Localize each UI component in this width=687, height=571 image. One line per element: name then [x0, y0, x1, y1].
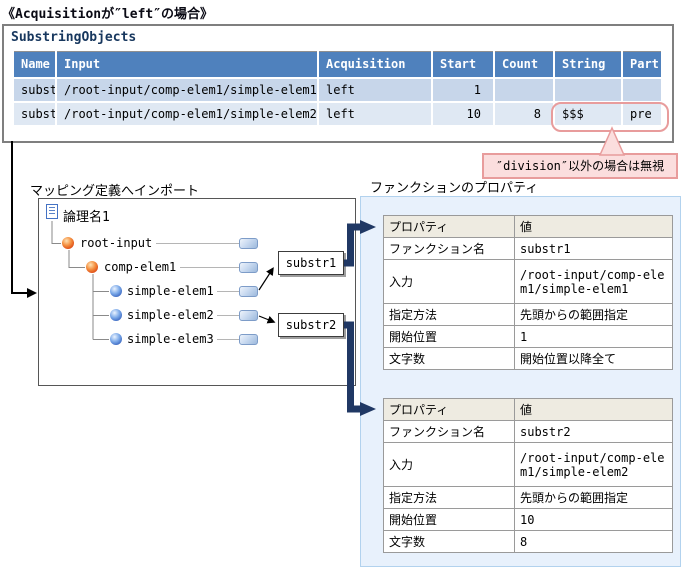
- table-row: substr1 /root-input/comp-elem1/simple-el…: [14, 77, 663, 103]
- property-value: 1: [514, 325, 673, 348]
- column-header-input: Input: [56, 51, 319, 79]
- property-row: 開始位置 10: [383, 508, 673, 531]
- cell-acquisition: left: [318, 77, 433, 103]
- function-box-substr2: substr2: [278, 313, 344, 337]
- property-row: 入力 /root-input/comp-elem1/simple-elem2: [383, 442, 673, 487]
- property-name: ファンクション名: [383, 420, 515, 443]
- document-icon: [46, 204, 58, 219]
- tree-node-simple-elem1: simple-elem1: [127, 284, 214, 298]
- mapping-tree-box: [38, 198, 356, 386]
- cell-start: 10: [432, 101, 495, 127]
- value-column-header: 値: [514, 398, 673, 421]
- simple-element-icon: [110, 333, 122, 345]
- composite-element-icon: [86, 261, 98, 273]
- cell-string: $$$: [554, 101, 623, 127]
- property-name: 入力: [383, 259, 515, 304]
- tree-node-comp-elem1: comp-elem1: [104, 260, 177, 274]
- cell-part: pre: [622, 101, 663, 127]
- mapping-import-label: マッピング定義へインポート: [30, 184, 200, 199]
- cell-name: substr1: [14, 77, 57, 103]
- property-value: 先頭からの範囲指定: [514, 303, 673, 326]
- property-name: 指定方法: [383, 303, 515, 326]
- property-name: 入力: [383, 442, 515, 487]
- property-value: /root-input/comp-elem1/simple-elem1: [514, 259, 673, 304]
- cell-start: 1: [432, 77, 495, 103]
- property-value: substr1: [514, 237, 673, 260]
- mapping-handle-icon: [239, 334, 258, 345]
- property-row: ファンクション名 substr1: [383, 237, 673, 260]
- table-header-row: Name Input Acquisition Start Count Strin…: [14, 51, 663, 79]
- cell-name: substr2: [14, 101, 57, 127]
- property-value: 8: [514, 530, 673, 553]
- simple-element-icon: [110, 309, 122, 321]
- property-name: 文字数: [383, 530, 515, 553]
- property-name: 開始位置: [383, 325, 515, 348]
- cell-acquisition: left: [318, 101, 433, 127]
- cell-input: /root-input/comp-elem1/simple-elem2: [56, 101, 319, 127]
- property-value: 10: [514, 508, 673, 531]
- cell-part: [622, 77, 663, 103]
- property-row: 文字数 開始位置以降全て: [383, 347, 673, 370]
- property-row: 文字数 8: [383, 530, 673, 553]
- column-header-start: Start: [432, 51, 495, 79]
- column-header-acquisition: Acquisition: [318, 51, 433, 79]
- property-value: substr2: [514, 420, 673, 443]
- mapping-handle-icon: [239, 262, 258, 273]
- column-header-part: Part: [622, 51, 663, 79]
- cell-count: 8: [494, 101, 555, 127]
- property-value: /root-input/comp-elem1/simple-elem2: [514, 442, 673, 487]
- tree-node-simple-elem3: simple-elem3: [127, 332, 214, 346]
- page-title: 《Acquisitionが″left″の場合》: [2, 7, 214, 22]
- mapping-handle-icon: [239, 286, 258, 297]
- column-header-name: Name: [14, 51, 57, 79]
- property-row: 開始位置 1: [383, 325, 673, 348]
- property-row: ファンクション名 substr2: [383, 420, 673, 443]
- cell-input: /root-input/comp-elem1/simple-elem1: [56, 77, 319, 103]
- cell-count: [494, 77, 555, 103]
- function-box-substr1: substr1: [278, 251, 344, 275]
- tree-node-simple-elem2: simple-elem2: [127, 308, 214, 322]
- property-column-header: プロパティ: [383, 215, 515, 238]
- property-row: 指定方法 先頭からの範囲指定: [383, 486, 673, 509]
- table-row: substr2 /root-input/comp-elem1/simple-el…: [14, 101, 663, 127]
- tree-node-root-input: root-input: [80, 236, 153, 250]
- mapping-handle-icon: [239, 238, 258, 249]
- property-header-row: プロパティ 値: [383, 215, 673, 238]
- property-name: ファンクション名: [383, 237, 515, 260]
- callout-note: ″division″以外の場合は無視: [482, 153, 678, 179]
- cell-string: [554, 77, 623, 103]
- property-row: 入力 /root-input/comp-elem1/simple-elem1: [383, 259, 673, 304]
- property-name: 開始位置: [383, 508, 515, 531]
- flow-connector-line: [11, 141, 37, 298]
- property-header-row: プロパティ 値: [383, 398, 673, 421]
- value-column-header: 値: [514, 215, 673, 238]
- substring-objects-label: SubstringObjects: [11, 30, 137, 45]
- mapping-handle-icon: [239, 310, 258, 321]
- property-value: 開始位置以降全て: [514, 347, 673, 370]
- property-name: 指定方法: [383, 486, 515, 509]
- function-properties-label: ファンクションのプロパティ: [370, 181, 539, 196]
- tree-root-label: 論理名1: [63, 210, 110, 225]
- column-header-string: String: [554, 51, 623, 79]
- column-header-count: Count: [494, 51, 555, 79]
- composite-element-icon: [62, 237, 74, 249]
- simple-element-icon: [110, 285, 122, 297]
- property-row: 指定方法 先頭からの範囲指定: [383, 303, 673, 326]
- property-table-substr2: プロパティ 値 ファンクション名 substr2 入力 /root-input/…: [383, 398, 673, 553]
- substring-objects-table: Name Input Acquisition Start Count Strin…: [14, 51, 663, 127]
- property-table-substr1: プロパティ 値 ファンクション名 substr1 入力 /root-input/…: [383, 215, 673, 370]
- property-column-header: プロパティ: [383, 398, 515, 421]
- property-name: 文字数: [383, 347, 515, 370]
- property-value: 先頭からの範囲指定: [514, 486, 673, 509]
